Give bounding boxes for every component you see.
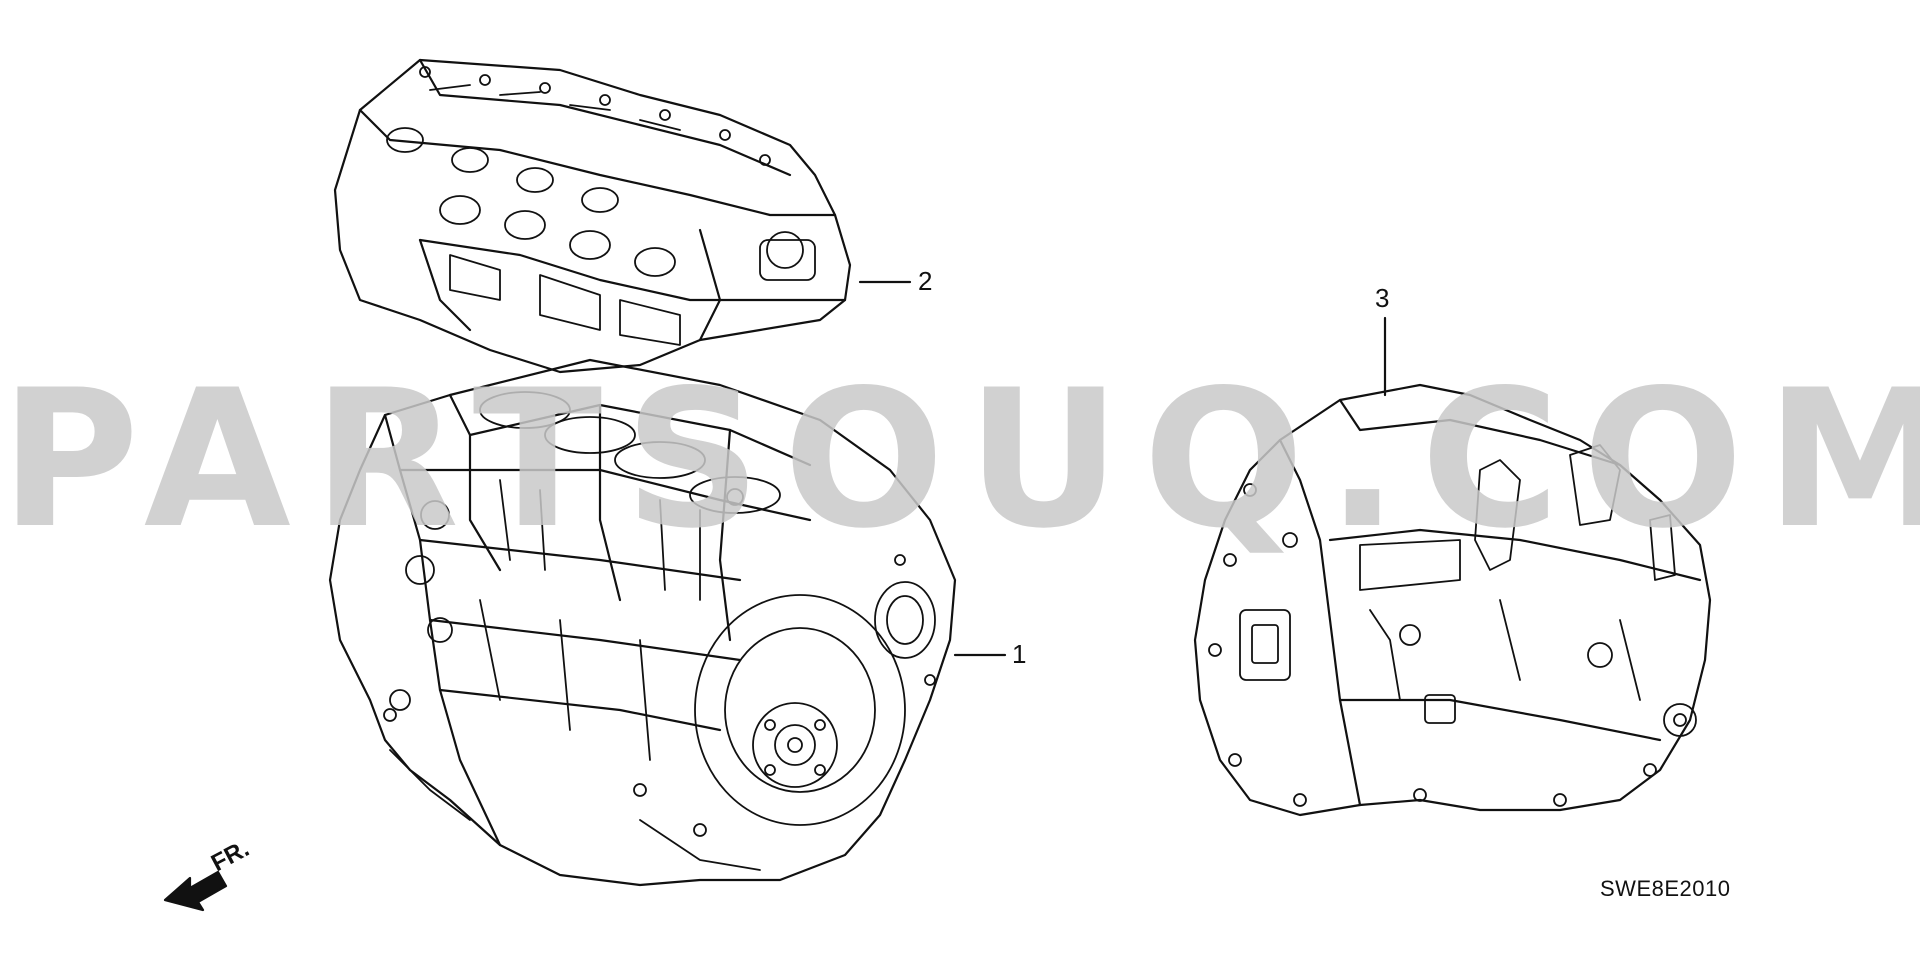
callout-label-1[interactable]: 1 (1012, 639, 1027, 669)
cylinder-head-assembly[interactable] (333, 58, 852, 374)
transmission-assembly[interactable] (1193, 383, 1712, 817)
engine-block-assembly[interactable] (328, 358, 957, 887)
diagram-code: SWE8E2010 (1600, 876, 1731, 901)
callout-label-3[interactable]: 3 (1375, 283, 1390, 313)
front-direction-arrow-icon (163, 870, 228, 912)
callout-label-2[interactable]: 2 (918, 266, 933, 296)
